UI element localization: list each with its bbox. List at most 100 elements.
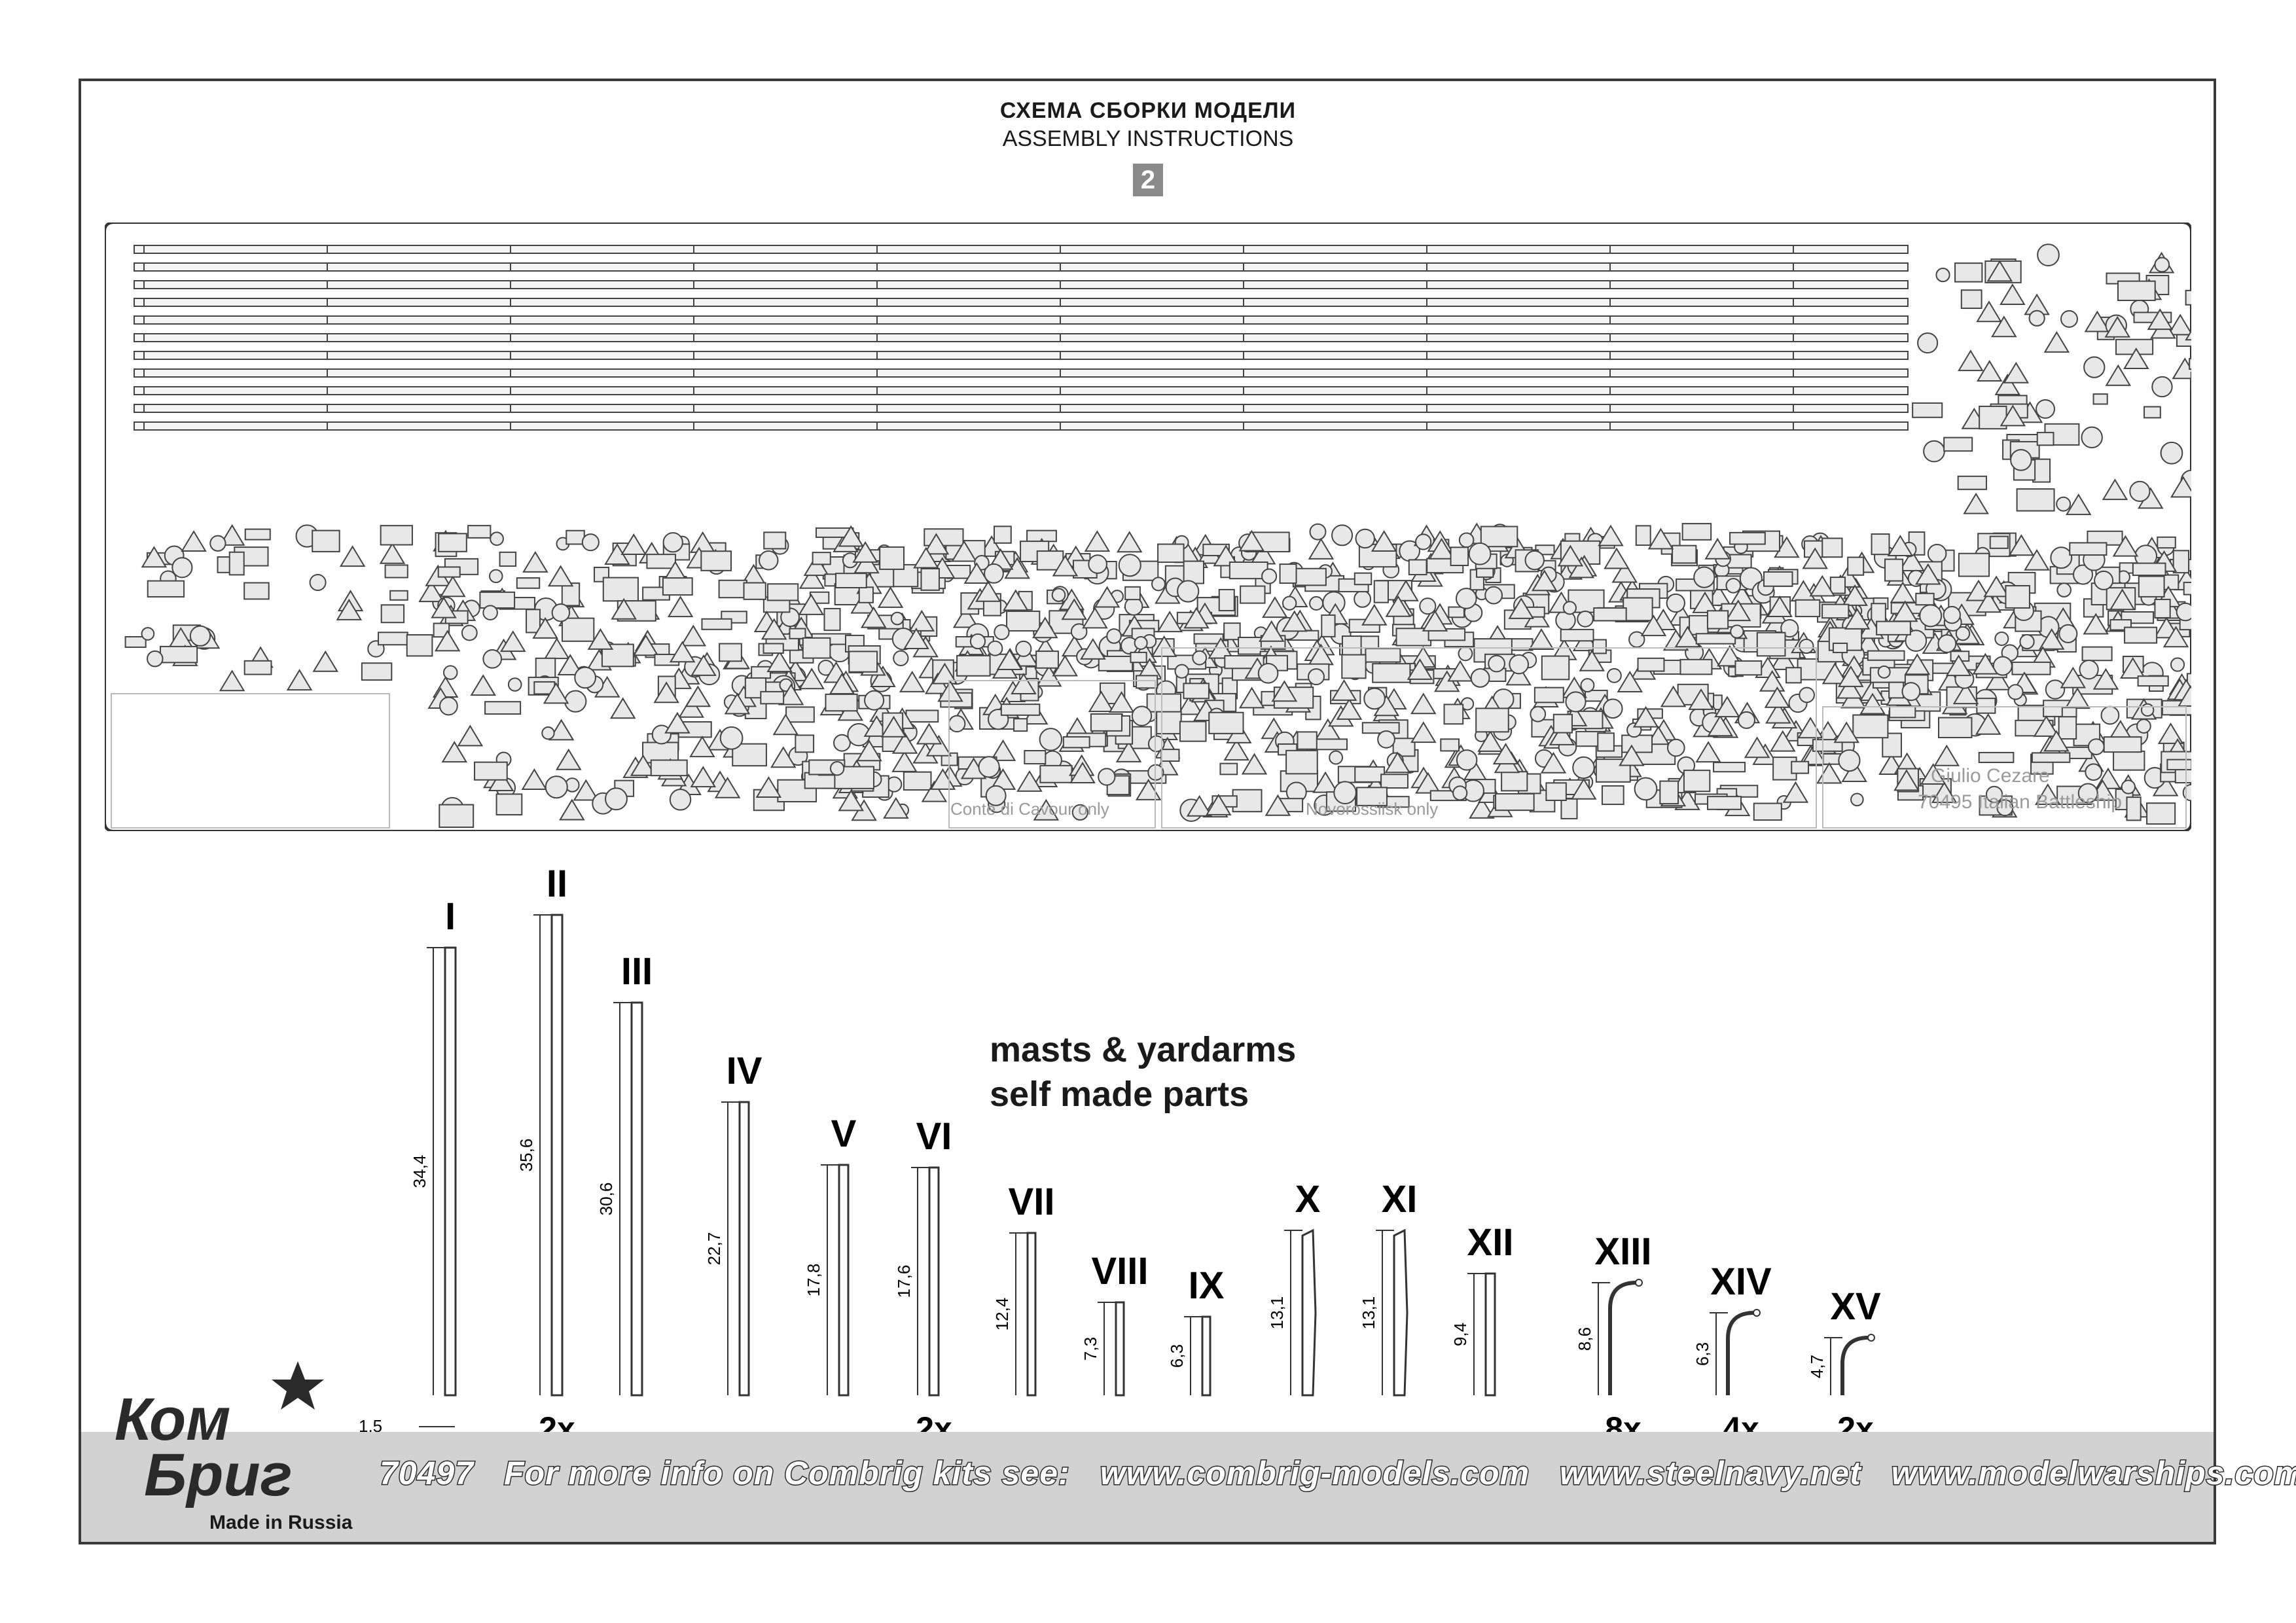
etched-part <box>1084 530 1111 552</box>
etched-part <box>1904 653 1931 675</box>
etched-part <box>1279 563 1297 584</box>
etched-part <box>795 734 815 753</box>
etched-part <box>559 798 585 821</box>
etched-part <box>1937 634 1957 653</box>
etched-part <box>1604 547 1630 569</box>
part-length-label: 35,6 <box>516 1139 536 1172</box>
etched-part <box>2077 783 2098 804</box>
link-modelwarships[interactable]: www.modelwarships.com <box>1890 1454 2296 1493</box>
etched-part <box>812 552 831 565</box>
etched-part <box>1534 687 1564 704</box>
etched-part <box>482 605 498 620</box>
etched-part <box>1619 744 1645 766</box>
link-combrig[interactable]: www.combrig-models.com <box>1099 1454 1530 1493</box>
etched-part <box>718 579 747 599</box>
etched-part <box>1850 793 1864 807</box>
etched-part <box>1408 559 1427 576</box>
link-steelnavy[interactable]: www.steelnavy.net <box>1559 1454 1862 1493</box>
etched-part <box>543 682 569 704</box>
etched-part <box>2104 315 2130 338</box>
etched-part <box>653 681 679 704</box>
etched-part <box>2069 542 2108 556</box>
info-text: For more info on Combrig kits see: <box>503 1454 1071 1493</box>
etched-part <box>1852 714 1889 739</box>
etched-part <box>651 724 672 745</box>
etched-part <box>2000 404 2026 427</box>
etched-part <box>1531 569 1558 592</box>
part-numeral: V <box>831 1113 857 1155</box>
etched-part <box>1672 544 1697 564</box>
etched-part <box>1744 736 1770 758</box>
etched-part <box>1579 649 1605 671</box>
etched-part <box>987 640 1003 656</box>
etched-part <box>1354 590 1372 608</box>
etched-part <box>1443 704 1464 725</box>
title-russian: СХЕМА СБОРКИ МОДЕЛИ <box>999 98 1297 123</box>
etched-part <box>1238 529 1265 552</box>
etched-part <box>2185 289 2191 306</box>
part-length-label: 8,6 <box>1575 1327 1594 1351</box>
etched-part <box>903 771 932 791</box>
etched-part <box>1218 588 1235 612</box>
logo-line1: Ком <box>115 1386 230 1453</box>
etched-part <box>378 632 408 646</box>
etched-part <box>1707 796 1742 810</box>
etched-part <box>581 533 600 552</box>
railing-strip <box>134 280 1909 289</box>
etched-part <box>646 554 676 569</box>
railing-strip <box>134 333 1909 342</box>
etched-part <box>2065 493 2092 516</box>
etched-part <box>1890 581 1916 603</box>
etched-part <box>1177 580 1200 603</box>
page-header: СХЕМА СБОРКИ МОДЕЛИ ASSEMBLY INSTRUCTION… <box>0 98 2296 152</box>
etched-part <box>1884 558 1904 582</box>
etched-part <box>691 654 717 676</box>
etched-part <box>1354 572 1372 586</box>
etched-part <box>963 562 990 584</box>
railing-strip <box>134 315 1909 325</box>
etched-part <box>984 563 1004 584</box>
etched-part <box>1985 785 2003 804</box>
etched-part <box>969 633 986 650</box>
etched-part <box>994 624 1010 641</box>
etched-part <box>1666 593 1685 613</box>
etched-part <box>2176 602 2191 622</box>
etched-part <box>418 580 444 603</box>
etched-part <box>2016 488 2055 512</box>
part-length-label: 9,4 <box>1450 1323 1470 1346</box>
etched-part <box>244 528 271 541</box>
etched-part <box>1577 611 1594 628</box>
etched-part <box>1422 609 1448 632</box>
railing-strip <box>134 368 1909 378</box>
etched-part <box>1557 544 1584 567</box>
etched-part <box>1361 603 1388 626</box>
etched-part <box>1469 796 1495 819</box>
etched-part <box>1893 769 1920 791</box>
part-shape <box>550 914 564 1397</box>
etched-part <box>490 531 504 546</box>
part-shape <box>928 1166 940 1397</box>
etched-part <box>1484 586 1503 605</box>
etched-part <box>611 597 637 620</box>
part-shape <box>1393 1228 1408 1397</box>
etched-part <box>1635 525 1651 546</box>
etched-part <box>1106 628 1122 644</box>
etched-part <box>1410 692 1437 715</box>
etched-part <box>1208 711 1244 734</box>
etched-part <box>1821 603 1850 619</box>
etched-part <box>1689 615 1709 635</box>
etched-part <box>1261 568 1278 584</box>
etched-part <box>877 586 904 608</box>
etched-part <box>913 546 939 569</box>
etched-part <box>1088 554 1107 574</box>
etched-part <box>766 583 799 601</box>
etched-part <box>587 628 614 650</box>
etched-part <box>893 650 909 666</box>
etched-part <box>189 625 211 647</box>
etched-part <box>2151 376 2173 398</box>
etched-part <box>785 706 815 723</box>
etched-part <box>2056 496 2072 512</box>
etched-part <box>1986 260 2013 282</box>
etched-part <box>1963 492 1989 514</box>
etched-part <box>1156 710 1182 735</box>
